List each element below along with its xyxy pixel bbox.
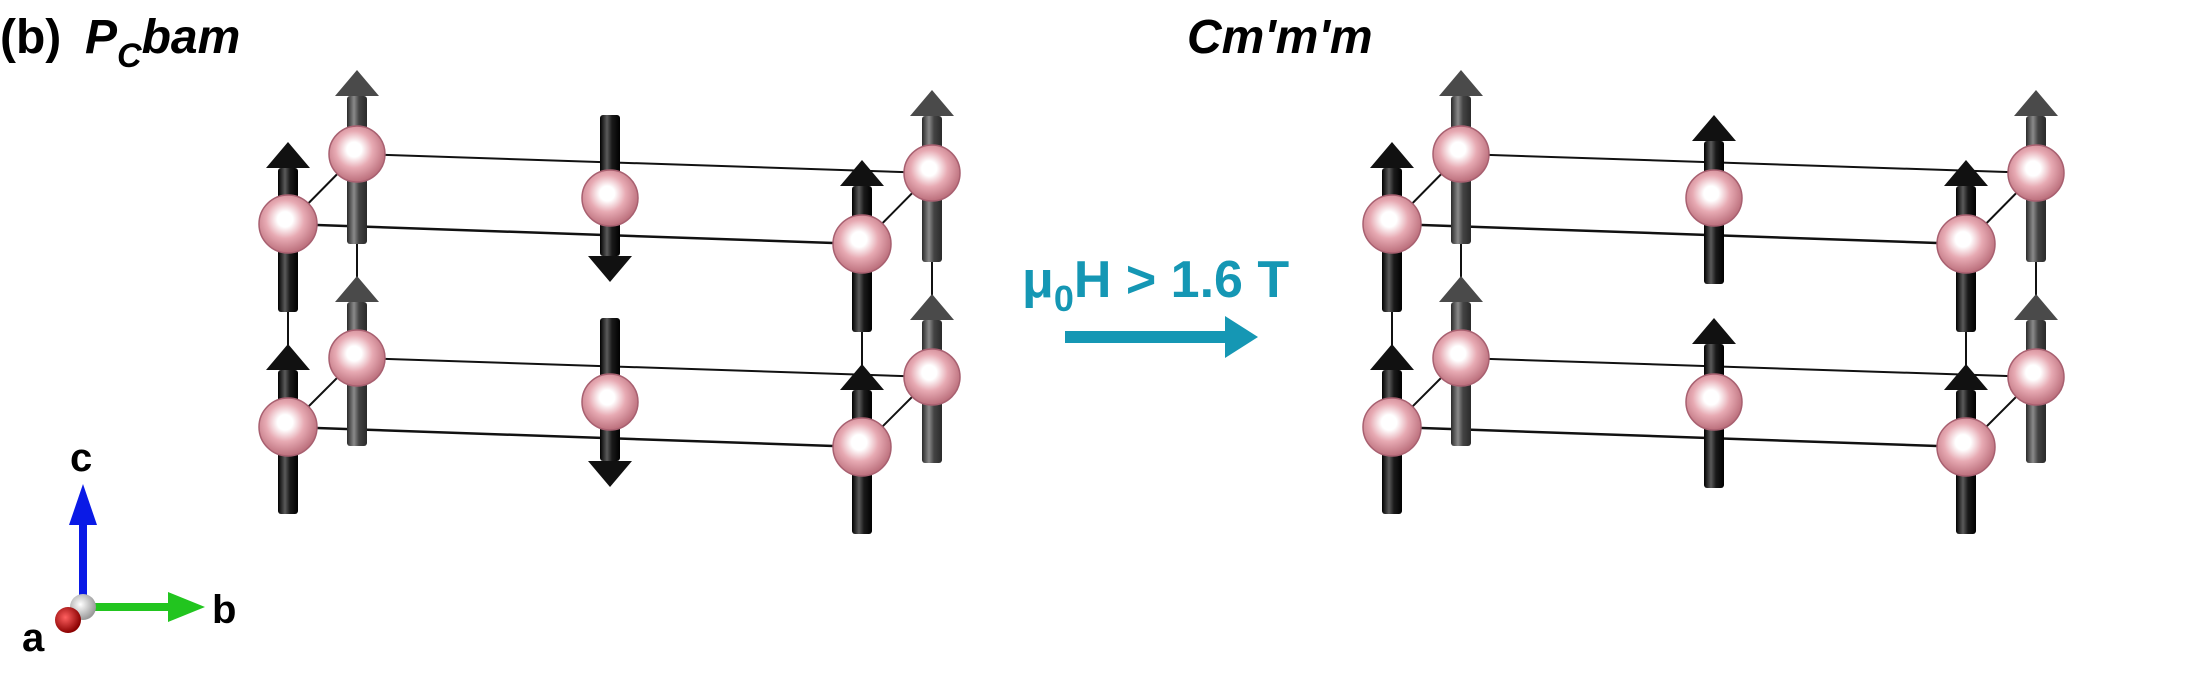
- axis-c-arrowhead-icon: [69, 484, 97, 525]
- atom: [1362, 397, 1422, 457]
- spin-arrowhead-down-icon: [588, 256, 632, 282]
- left-structure-title: PCbam: [85, 10, 241, 75]
- spin-arrowhead-up-icon: [1692, 115, 1736, 141]
- spin-arrowhead-up-icon: [1370, 344, 1414, 370]
- atom: [1362, 194, 1422, 254]
- spin-arrowhead-up-icon: [1439, 276, 1483, 302]
- field-label-subscript: 0: [1053, 278, 1074, 319]
- atom: [2007, 144, 2065, 202]
- spin-arrowhead-up-icon: [335, 70, 379, 96]
- spin-arrowhead-up-icon: [840, 160, 884, 186]
- atom: [328, 125, 386, 183]
- spin-arrowhead-up-icon: [1692, 318, 1736, 344]
- atom: [903, 348, 961, 406]
- field-arrowhead-icon: [1225, 316, 1258, 358]
- axes-indicator: [55, 484, 205, 633]
- atom: [581, 169, 639, 227]
- atom: [1432, 125, 1490, 183]
- atom: [832, 214, 892, 274]
- structure-cmmm: [1362, 70, 2065, 534]
- field-label-rest: H > 1.6 T: [1073, 251, 1290, 309]
- atom: [903, 144, 961, 202]
- atom: [1685, 373, 1743, 431]
- axis-b-shaft: [85, 603, 173, 611]
- field-label-mu: μ: [1022, 251, 1054, 309]
- axis-label-b: b: [212, 588, 237, 632]
- axis-b-arrowhead-icon: [168, 592, 205, 622]
- field-arrow-shaft: [1065, 331, 1235, 343]
- bond-line: [1460, 153, 2037, 174]
- spin-arrowhead-up-icon: [335, 276, 379, 302]
- bond-line: [1391, 425, 1967, 449]
- right-structure-title: Cm'm'm: [1187, 11, 1373, 64]
- spin-arrowhead-up-icon: [2014, 294, 2058, 320]
- spin-arrowhead-up-icon: [840, 364, 884, 390]
- bond-line: [356, 153, 933, 174]
- atom: [832, 417, 892, 477]
- bond-line: [287, 425, 863, 449]
- atom: [1936, 214, 1996, 274]
- atom: [258, 194, 318, 254]
- axis-a-marker: [55, 607, 81, 633]
- field-arrow: [1065, 316, 1258, 358]
- bond-line: [287, 222, 863, 246]
- spin-arrowhead-down-icon: [588, 461, 632, 487]
- atom: [328, 329, 386, 387]
- atom: [258, 397, 318, 457]
- spin-arrowhead-up-icon: [1944, 160, 1988, 186]
- spin-arrowhead-up-icon: [1370, 142, 1414, 168]
- left-title-rest: bam: [141, 11, 241, 64]
- bond-line: [1391, 222, 1967, 246]
- atom: [2007, 348, 2065, 406]
- atom: [1432, 329, 1490, 387]
- left-title-subscript: C: [117, 37, 142, 75]
- structure-pcbam: [258, 70, 961, 534]
- spin-arrowhead-up-icon: [910, 294, 954, 320]
- atom: [1936, 417, 1996, 477]
- spin-arrowhead-up-icon: [266, 142, 310, 168]
- axis-label-a: a: [22, 616, 45, 660]
- atom: [1685, 169, 1743, 227]
- spin-arrowhead-up-icon: [2014, 90, 2058, 116]
- panel-label: (b): [0, 11, 62, 64]
- spin-arrowhead-up-icon: [1944, 364, 1988, 390]
- spin-arrowhead-up-icon: [910, 90, 954, 116]
- left-title-main: P: [85, 11, 118, 64]
- atom: [581, 373, 639, 431]
- bond-line: [356, 357, 933, 378]
- spin-arrowhead-up-icon: [1439, 70, 1483, 96]
- bond-line: [1460, 357, 2037, 378]
- axis-label-c: c: [70, 436, 93, 480]
- field-condition-label: μ0H > 1.6 T: [1022, 250, 1290, 319]
- axis-c-shaft: [79, 520, 87, 610]
- spin-arrowhead-up-icon: [266, 344, 310, 370]
